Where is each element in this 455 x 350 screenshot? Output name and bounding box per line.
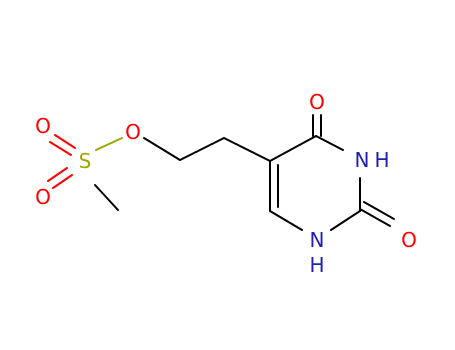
bond-ch2-ch2 — [179, 137, 225, 161]
atom-sulfur: S — [79, 149, 92, 173]
atom-hydrogen-n1: H — [309, 253, 324, 277]
atom-oxygen-carbonyl-right: O — [401, 228, 417, 252]
bond-sulfur-o-bottom-b — [52, 174, 73, 189]
bond-sulfur-ester-oxygen — [95, 137, 123, 151]
bond-n3-c4 — [315, 135, 344, 151]
bond-sulfur-o-top-b — [49, 141, 72, 156]
atom-oxygen-ester: O — [125, 120, 141, 144]
atom-hydrogen-n3: H — [374, 148, 389, 172]
bond-c6-n1 — [269, 210, 303, 231]
bond-ch2-c5 — [223, 137, 271, 162]
atom-nitrogen-n1: N — [310, 228, 325, 252]
atom-labels: O N H O N H O S O O — [35, 90, 417, 277]
bond-methyl-sulfur — [94, 184, 119, 211]
bond-c2-o-right-b — [363, 201, 395, 220]
bonds — [47, 114, 395, 231]
bond-c4-c5 — [269, 135, 317, 162]
atom-oxygen-sulfonyl-bottom: O — [35, 185, 51, 209]
bond-c2-o-right-a — [359, 208, 391, 227]
bond-sulfur-o-bottom-a — [47, 167, 68, 182]
atom-nitrogen-n3: N — [355, 148, 370, 172]
bond-ester-oxygen-ch2 — [143, 137, 181, 161]
atom-oxygen-sulfonyl-top: O — [35, 114, 51, 138]
bond-sulfur-o-top-a — [54, 134, 76, 149]
atom-oxygen-carbonyl-top: O — [309, 90, 325, 114]
bond-n1-c2 — [330, 210, 361, 231]
